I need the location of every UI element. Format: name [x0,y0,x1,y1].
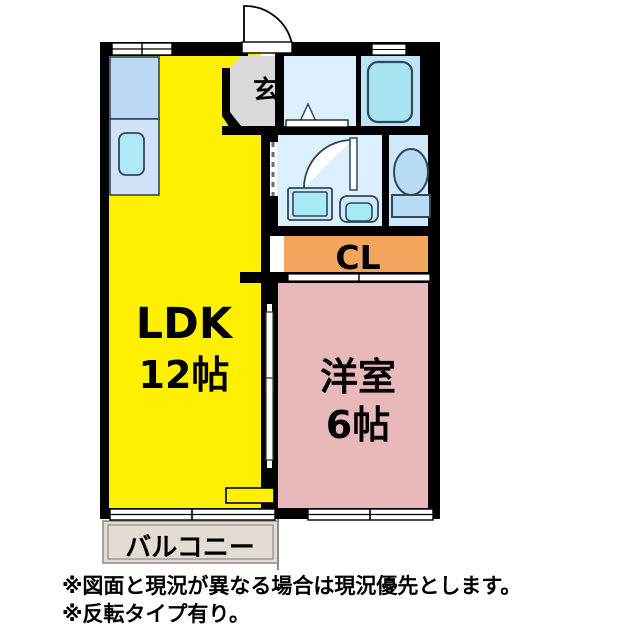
window-bath [371,43,407,56]
room-label-bedroom-size: 6帖 [326,403,390,447]
window-bedroom [307,508,434,521]
toilet-icon [391,148,431,218]
wall-washroom-bottom [261,226,440,236]
room-balcony-fill [102,520,279,564]
closet-doors-icon [287,273,431,282]
kitchen-counter [109,56,160,196]
washroom-upper-fixtures [284,56,356,128]
room-label-ldk-size: 12帖 [139,353,230,397]
wall-bath-right [420,56,440,126]
wall-entrance-bottom [222,126,284,135]
kitchen-stove-icon [109,56,160,120]
note-line-2: ※反転タイプ有り。 [62,602,250,626]
disclaimer-notes: ※図面と現況が異なる場合は現況優先とします。 ※反転タイプ有り。 [62,572,622,628]
note-line-1: ※図面と現況が異なる場合は現況優先とします。 [62,574,522,598]
room-entrance-fill [228,56,275,126]
room-label-balcony: バルコニー [125,533,254,563]
wall-washroom-left-upper [269,134,278,142]
wall-washroom-left-lower [269,196,278,231]
room-label-bedroom: 洋室 [320,355,396,399]
wall-ldk-right-upper [261,134,270,272]
room-closet-fill [284,231,437,277]
washer-pan-icon [287,187,333,221]
wall-toilet-right [434,134,440,226]
room-label-closet: CL [335,238,380,277]
wall-bath-bottom [275,126,440,135]
sink-icon [118,132,145,176]
sliding-door-icon [265,311,274,461]
room-bedroom-fill [278,283,437,510]
vanity-basin-icon [339,195,379,223]
wall-left-exterior [100,42,109,518]
room-label-entrance: 玄 [253,75,279,106]
washroom-swing-door-icon [303,137,358,191]
entrance-swing-door-icon [241,5,294,54]
wall-ldk-right-nub [240,272,278,283]
wall-top-entrance-right [283,42,438,56]
wall-ldk-top-right [234,126,244,135]
window-kitchen [111,42,173,56]
wall-bath-divider [356,56,361,126]
wall-ldk-bedroom-track [261,304,267,468]
bathtub-icon [366,60,414,124]
wall-ldk-bedroom-track-right [272,304,278,468]
window-ldk-small [225,487,275,504]
wall-entrance-right [275,42,284,134]
window-ldk-balcony [109,508,276,521]
room-label-ldk: LDK [136,299,234,349]
balcony-inner-line [107,524,274,560]
wall-toilet-left [382,134,389,226]
